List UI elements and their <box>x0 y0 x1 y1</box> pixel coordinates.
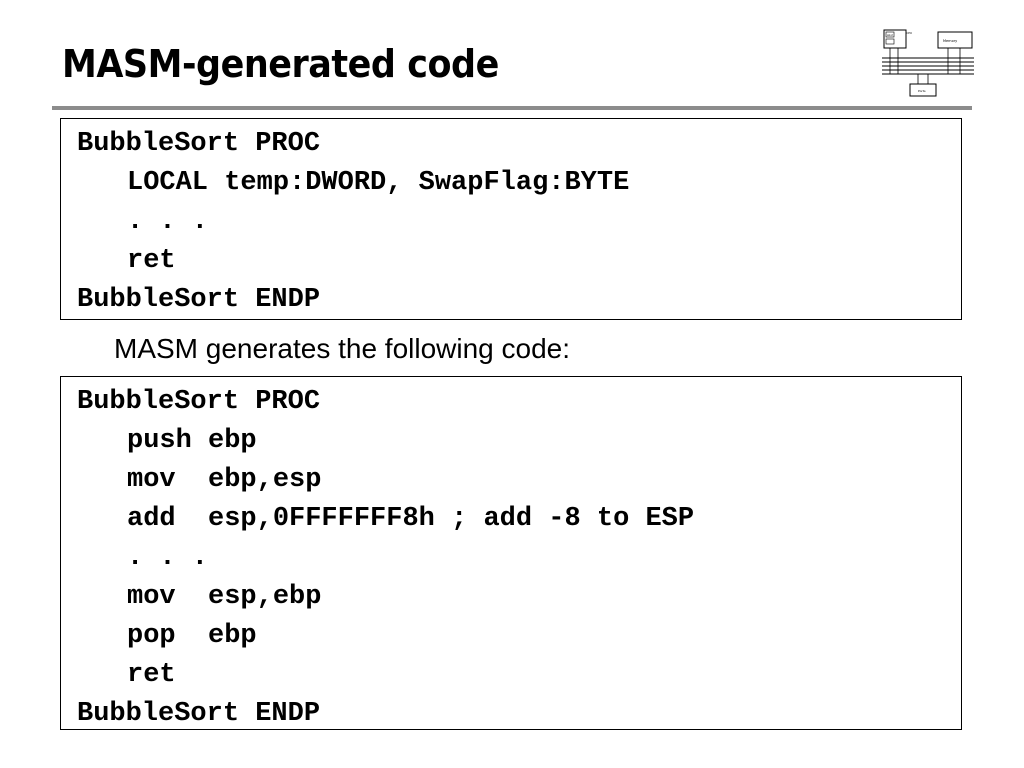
title-divider <box>52 106 972 110</box>
caption-text: MASM generates the following code: <box>114 333 571 364</box>
code-line: pop ebp <box>127 621 257 651</box>
logo-label-ports: Ports <box>918 89 926 93</box>
code-line: push ebp <box>127 426 257 456</box>
code-line: BubbleSort PROC <box>77 129 321 159</box>
code-line: LOCAL temp:DWORD, SwapFlag:BYTE <box>127 168 630 198</box>
code-line: BubbleSort ENDP <box>77 699 321 729</box>
code-line: . . . <box>127 207 209 237</box>
logo-label-memory: Memory <box>943 39 957 43</box>
slide-title: MASM-generated code <box>62 42 499 86</box>
code-line: . . . <box>127 543 209 573</box>
code-line: BubbleSort ENDP <box>77 285 321 315</box>
logo-label-cpu: CPU <box>906 31 912 35</box>
code-line: ret <box>127 246 176 276</box>
code-line: ret <box>127 660 176 690</box>
code-line: BubbleSort PROC <box>77 387 321 417</box>
code-line: mov ebp,esp <box>127 465 322 495</box>
computer-architecture-diagram-icon: ALU CPU Memory Ports <box>878 26 976 98</box>
source-code-box: BubbleSort PROC LOCAL temp:DWORD, SwapFla… <box>60 118 962 320</box>
code-line: add esp,0FFFFFFF8h ; add -8 to ESP <box>127 504 695 534</box>
generated-code-box: BubbleSort PROC push ebp mov ebp,esp add es… <box>60 376 962 730</box>
logo-label-alu: ALU <box>887 33 893 37</box>
code-line: mov esp,ebp <box>127 582 322 612</box>
